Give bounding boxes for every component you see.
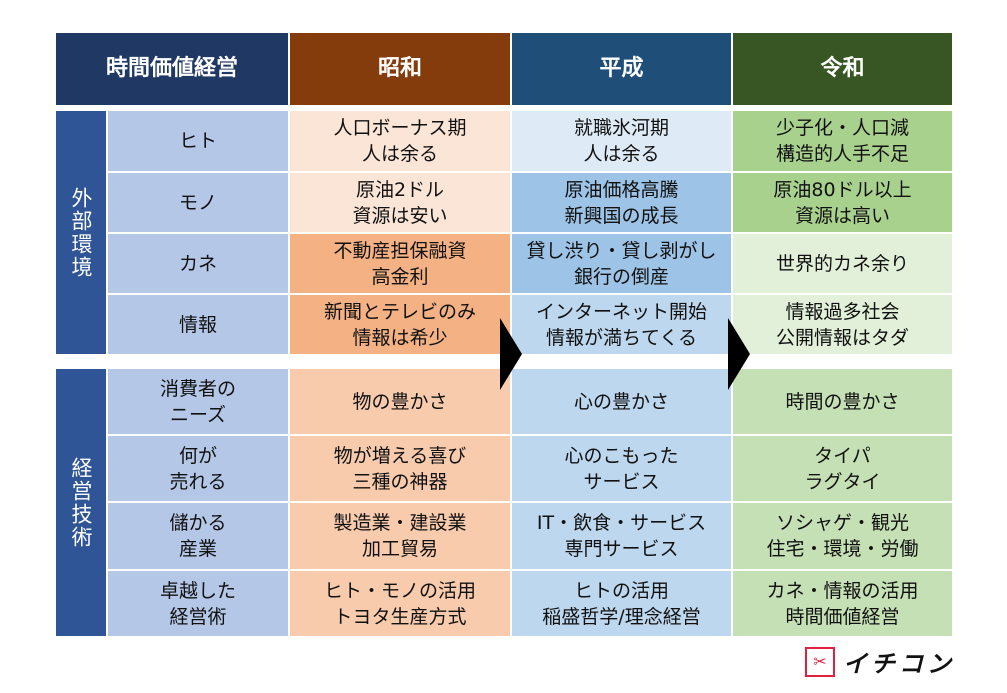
table-cell: 世界的カネ余り [732, 233, 953, 294]
table-cell: 就職氷河期 人は余る [511, 110, 732, 172]
table-cell: 製造業・建設業 加工貿易 [289, 502, 511, 570]
table-cell: タイパ ラグタイ [732, 435, 953, 502]
table-cell: 新聞とテレビのみ 情報は希少 [289, 294, 511, 355]
row-label: 何が 売れる [107, 435, 289, 502]
table-cell: ソシャゲ・観光 住宅・環境・労働 [732, 502, 953, 570]
table-cell: 不動産担保融資 高金利 [289, 233, 511, 294]
header-title: 時間価値経営 [55, 32, 289, 106]
era-header: 昭和 [289, 32, 511, 106]
table-cell: 心の豊かさ [511, 368, 732, 435]
logo-text: イチコン [843, 650, 955, 678]
table-cell: 物の豊かさ [289, 368, 511, 435]
table-cell: 原油80ドル以上 資源は高い [732, 172, 953, 233]
row-label: 情報 [107, 294, 289, 355]
row-label: カネ [107, 233, 289, 294]
row-label: 卓越した 経営術 [107, 570, 289, 637]
table-cell: 情報過多社会 公開情報はタダ [732, 294, 953, 355]
group-label: 経営技術 [55, 368, 107, 637]
row-label: モノ [107, 172, 289, 233]
era-header: 令和 [732, 32, 953, 106]
era-header: 平成 [511, 32, 732, 106]
arrow-right-icon [728, 318, 750, 390]
table-cell: ヒトの活用 稲盛哲学/理念経営 [511, 570, 732, 637]
table-cell: 貸し渋り・貸し剥がし 銀行の倒産 [511, 233, 732, 294]
table-cell: 物が増える喜び 三種の神器 [289, 435, 511, 502]
table-cell: インターネット開始 情報が満ちてくる [511, 294, 732, 355]
table-cell: 原油2ドル 資源は安い [289, 172, 511, 233]
table-cell: ヒト・モノの活用 トヨタ生産方式 [289, 570, 511, 637]
table-cell: 人口ボーナス期 人は余る [289, 110, 511, 172]
table-cell: 少子化・人口減 構造的人手不足 [732, 110, 953, 172]
group-label: 外部環境 [55, 110, 107, 355]
table-cell: 時間の豊かさ [732, 368, 953, 435]
arrow-right-icon [500, 318, 522, 390]
row-label: ヒト [107, 110, 289, 172]
table-cell: 心のこもった サービス [511, 435, 732, 502]
table-cell: IT・飲食・サービス 専門サービス [511, 502, 732, 570]
row-label: 消費者の ニーズ [107, 368, 289, 435]
logo: ✂ イチコン [805, 644, 955, 679]
table-cell: カネ・情報の活用 時間価値経営 [732, 570, 953, 637]
ribbon-icon: ✂ [805, 646, 835, 677]
row-label: 儲かる 産業 [107, 502, 289, 570]
table-cell: 原油価格高騰 新興国の成長 [511, 172, 732, 233]
